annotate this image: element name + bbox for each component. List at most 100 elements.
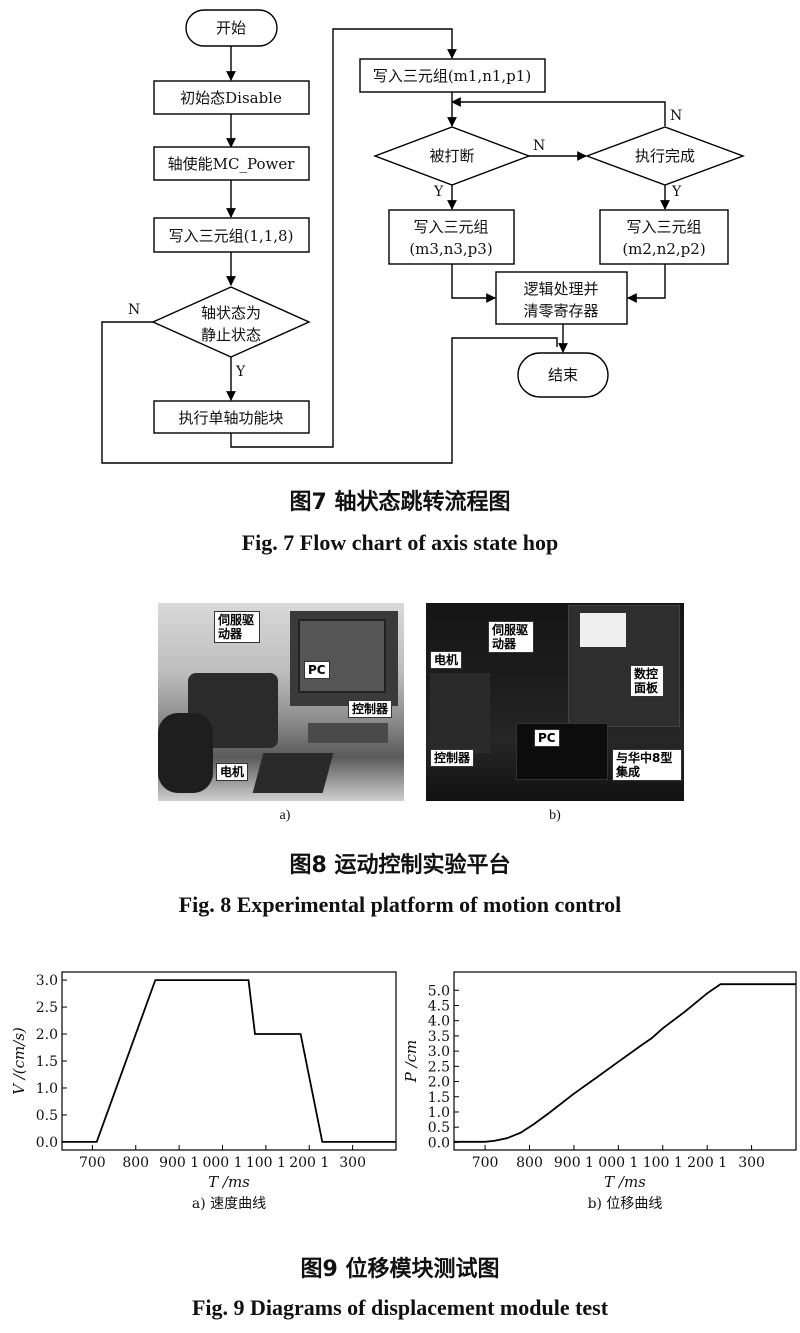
- velocity-ytick-label: 1.5: [36, 1054, 58, 1070]
- displacement-ytick-label: 2.0: [428, 1075, 450, 1091]
- velocity-ytick-label: 2.0: [36, 1027, 58, 1043]
- no-label-interrupted: N: [533, 138, 545, 154]
- write-m2-label-line1: 写入三元组: [626, 218, 701, 236]
- velocity-ylabel: V /(cm/s): [10, 1027, 28, 1095]
- displacement-ytick-label: 0.5: [428, 1120, 450, 1136]
- photo-panel-b: 电机 伺服驱动器 数控面板 PC 控制器 与华中8型集成: [426, 603, 684, 801]
- label-controller-b: 控制器: [430, 749, 475, 767]
- write-m2-label-line2: (m2,n2,p2): [622, 240, 705, 258]
- velocity-ytick-label: 0.5: [36, 1108, 58, 1124]
- yes-label-static: Y: [235, 364, 246, 380]
- start-label: 开始: [216, 19, 246, 37]
- write-m1-box: [359, 58, 546, 93]
- exec-single-box: [153, 400, 310, 434]
- displacement-plot-frame: [453, 971, 797, 1151]
- logic-label-line2: 清零寄存器: [523, 302, 598, 320]
- fig8-sub-a: a): [279, 808, 291, 823]
- label-hnc8-b: 与华中8型集成: [612, 749, 682, 781]
- displacement-ytick-label: 3.5: [428, 1029, 450, 1045]
- velocity-xtick-label: 800: [122, 1155, 149, 1171]
- displacement-ytick-label: 4.5: [428, 998, 450, 1014]
- write-m3-label-line1: 写入三元组: [413, 218, 488, 236]
- velocity-xtick-label: 300: [339, 1155, 366, 1171]
- flowchart-fig7: 开始 初始态Disable 轴使能MC_Power 写入三元组(1,1,8) 轴…: [101, 9, 746, 464]
- displacement-xlabel: T /ms: [604, 1173, 646, 1191]
- interrupted-decision: [373, 126, 531, 186]
- end-terminal: [517, 352, 609, 398]
- velocity-xtick-label: 000 1: [202, 1155, 242, 1171]
- velocity-xtick-label: 700: [79, 1155, 106, 1171]
- done-label: 执行完成: [635, 147, 695, 165]
- exec-single-label: 执行单轴功能块: [178, 409, 283, 427]
- fig7-caption-en: Fig. 7 Flow chart of axis state hop: [241, 530, 559, 555]
- displacement-xtick-label: 000 1: [598, 1155, 638, 1171]
- write-m3-label-line2: (m3,n3,p3): [409, 240, 492, 258]
- displacement-xtick-label: 200 1: [687, 1155, 727, 1171]
- label-cnc-panel-b: 数控面板: [630, 665, 664, 697]
- start-terminal: [185, 9, 278, 47]
- photo-panel-a: 伺服驱动器 PC 控制器 电机: [158, 603, 404, 801]
- fig7-caption-cn: 图7 轴状态跳转流程图: [289, 490, 511, 515]
- displacement-ytick-label: 5.0: [428, 983, 450, 999]
- static-state-decision: [151, 286, 311, 358]
- label-servo-driver-a: 伺服驱动器: [214, 611, 260, 643]
- no-label-static: N: [128, 302, 140, 318]
- displacement-xtick-label: 800: [516, 1155, 543, 1171]
- label-pc-b: PC: [534, 729, 560, 747]
- velocity-xtick-label: 200 1: [289, 1155, 329, 1171]
- static-state-label-line2: 静止状态: [201, 326, 261, 344]
- label-pc-a: PC: [304, 661, 330, 679]
- fig9-caption-cn: 图9 位移模块测试图: [300, 1257, 500, 1282]
- enable-box: [153, 146, 310, 181]
- displacement-ylabel: P /cm: [402, 1040, 420, 1084]
- label-servo-driver-b: 伺服驱动器: [488, 621, 534, 653]
- no-label-done: N: [670, 108, 682, 124]
- logic-box: [495, 271, 628, 325]
- displacement-ytick-label: 1.5: [428, 1090, 450, 1106]
- velocity-ytick-label: 3.0: [36, 973, 58, 989]
- velocity-ytick-label: 1.0: [36, 1081, 58, 1097]
- displacement-xtick-label: 300: [738, 1155, 765, 1171]
- velocity-subtitle: a) 速度曲线: [192, 1196, 266, 1212]
- velocity-xtick-label: 100 1: [246, 1155, 286, 1171]
- displacement-xtick-label: 700: [472, 1155, 499, 1171]
- label-motor-a: 电机: [216, 763, 249, 781]
- done-decision: [584, 126, 746, 186]
- yes-label-done: Y: [671, 184, 682, 200]
- displacement-xtick-label: 100 1: [643, 1155, 683, 1171]
- velocity-xtick-label: 900 1: [159, 1155, 199, 1171]
- displacement-series-line: [454, 983, 796, 1143]
- velocity-ytick-label: 2.5: [36, 1000, 58, 1016]
- write-m2-box: [599, 209, 729, 265]
- velocity-series-line: [62, 979, 396, 1143]
- interrupted-label: 被打断: [429, 147, 474, 165]
- displacement-ytick-label: 3.0: [428, 1044, 450, 1060]
- velocity-xlabel: T /ms: [208, 1173, 250, 1191]
- enable-label: 轴使能MC_Power: [168, 155, 296, 173]
- displacement-xtick-label: 900 1: [554, 1155, 594, 1171]
- write-m3-box: [388, 209, 515, 265]
- fig8-caption-en: Fig. 8 Experimental platform of motion c…: [178, 892, 622, 917]
- displacement-ytick-label: 4.0: [428, 1014, 450, 1030]
- write118-label: 写入三元组(1,1,8): [169, 227, 294, 245]
- displacement-subtitle: b) 位移曲线: [588, 1196, 663, 1212]
- fig8-caption-cn: 图8 运动控制实验平台: [289, 853, 511, 878]
- init-label: 初始态Disable: [180, 89, 282, 107]
- init-box: [153, 80, 310, 115]
- write118-box: [153, 217, 310, 253]
- displacement-ytick-label: 1.0: [428, 1105, 450, 1121]
- static-state-label-line1: 轴状态为: [201, 304, 261, 322]
- fig8-sub-b: b): [549, 808, 561, 823]
- logic-label-line1: 逻辑处理并: [523, 280, 598, 298]
- label-controller-a: 控制器: [348, 700, 393, 718]
- fig9-caption-en: Fig. 9 Diagrams of displacement module t…: [191, 1295, 609, 1320]
- velocity-plot-frame: [61, 971, 397, 1151]
- end-label: 结束: [548, 366, 578, 384]
- velocity-ytick-label: 0.0: [36, 1135, 58, 1151]
- displacement-ytick-label: 2.5: [428, 1059, 450, 1075]
- write-m1-label: 写入三元组(m1,n1,p1): [373, 67, 531, 85]
- displacement-ytick-label: 0.0: [428, 1135, 450, 1151]
- label-motor-b: 电机: [430, 651, 463, 669]
- yes-label-interrupted: Y: [433, 184, 444, 200]
